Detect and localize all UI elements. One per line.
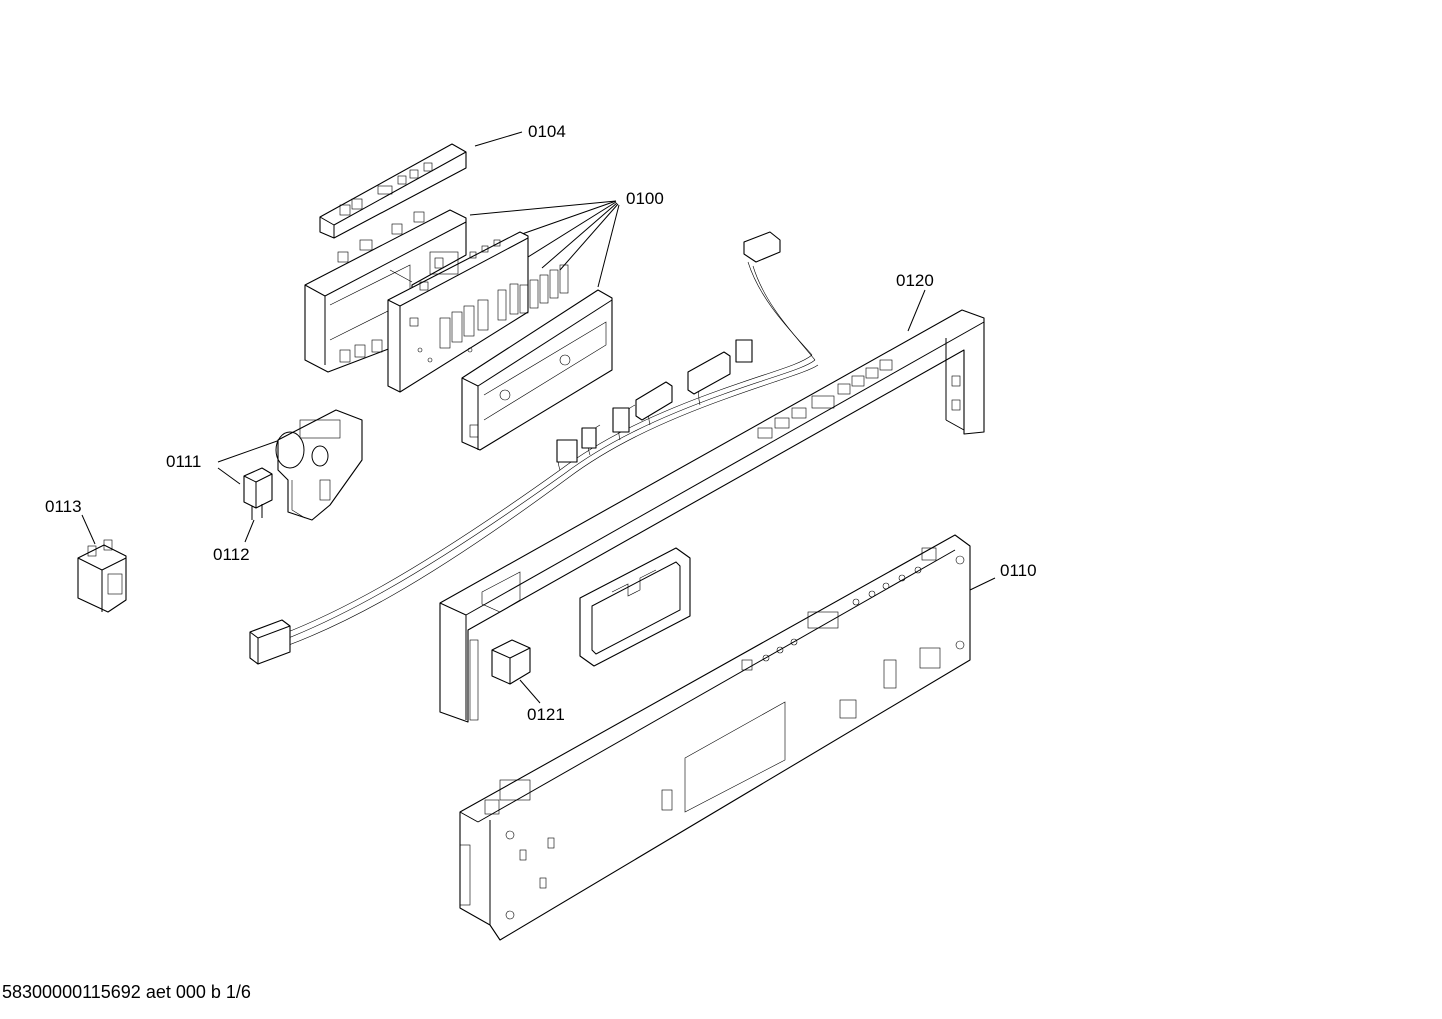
callout-0111: 0111: [166, 452, 202, 471]
drawing-reference-number: 58300000115692 aet 000 b 1/6: [2, 982, 251, 1002]
callout-0120: 0120: [896, 271, 934, 290]
part-0113-relay: [77, 539, 127, 613]
part-0100-carrier-rail: [461, 264, 613, 451]
callout-0110: 0110: [1000, 561, 1037, 580]
wire-harness: [249, 231, 819, 665]
callout-0121: 0121: [527, 705, 565, 724]
part-0112-suppressor: [243, 467, 273, 520]
callout-0104: 0104: [528, 122, 566, 141]
door-handle: [579, 547, 691, 667]
callout-0112: 0112: [213, 545, 250, 564]
part-0111-solenoid-valve: [275, 409, 363, 521]
callout-0100: 0100: [626, 189, 664, 208]
part-0110-control-panel: [459, 534, 971, 941]
part-0100-control-housing: [304, 209, 467, 373]
callout-0113: 0113: [45, 497, 82, 516]
part-0121-push-button: [491, 639, 531, 685]
part-0104-connector-strip: [319, 143, 467, 239]
part-0120-trim-bar: [439, 309, 985, 723]
